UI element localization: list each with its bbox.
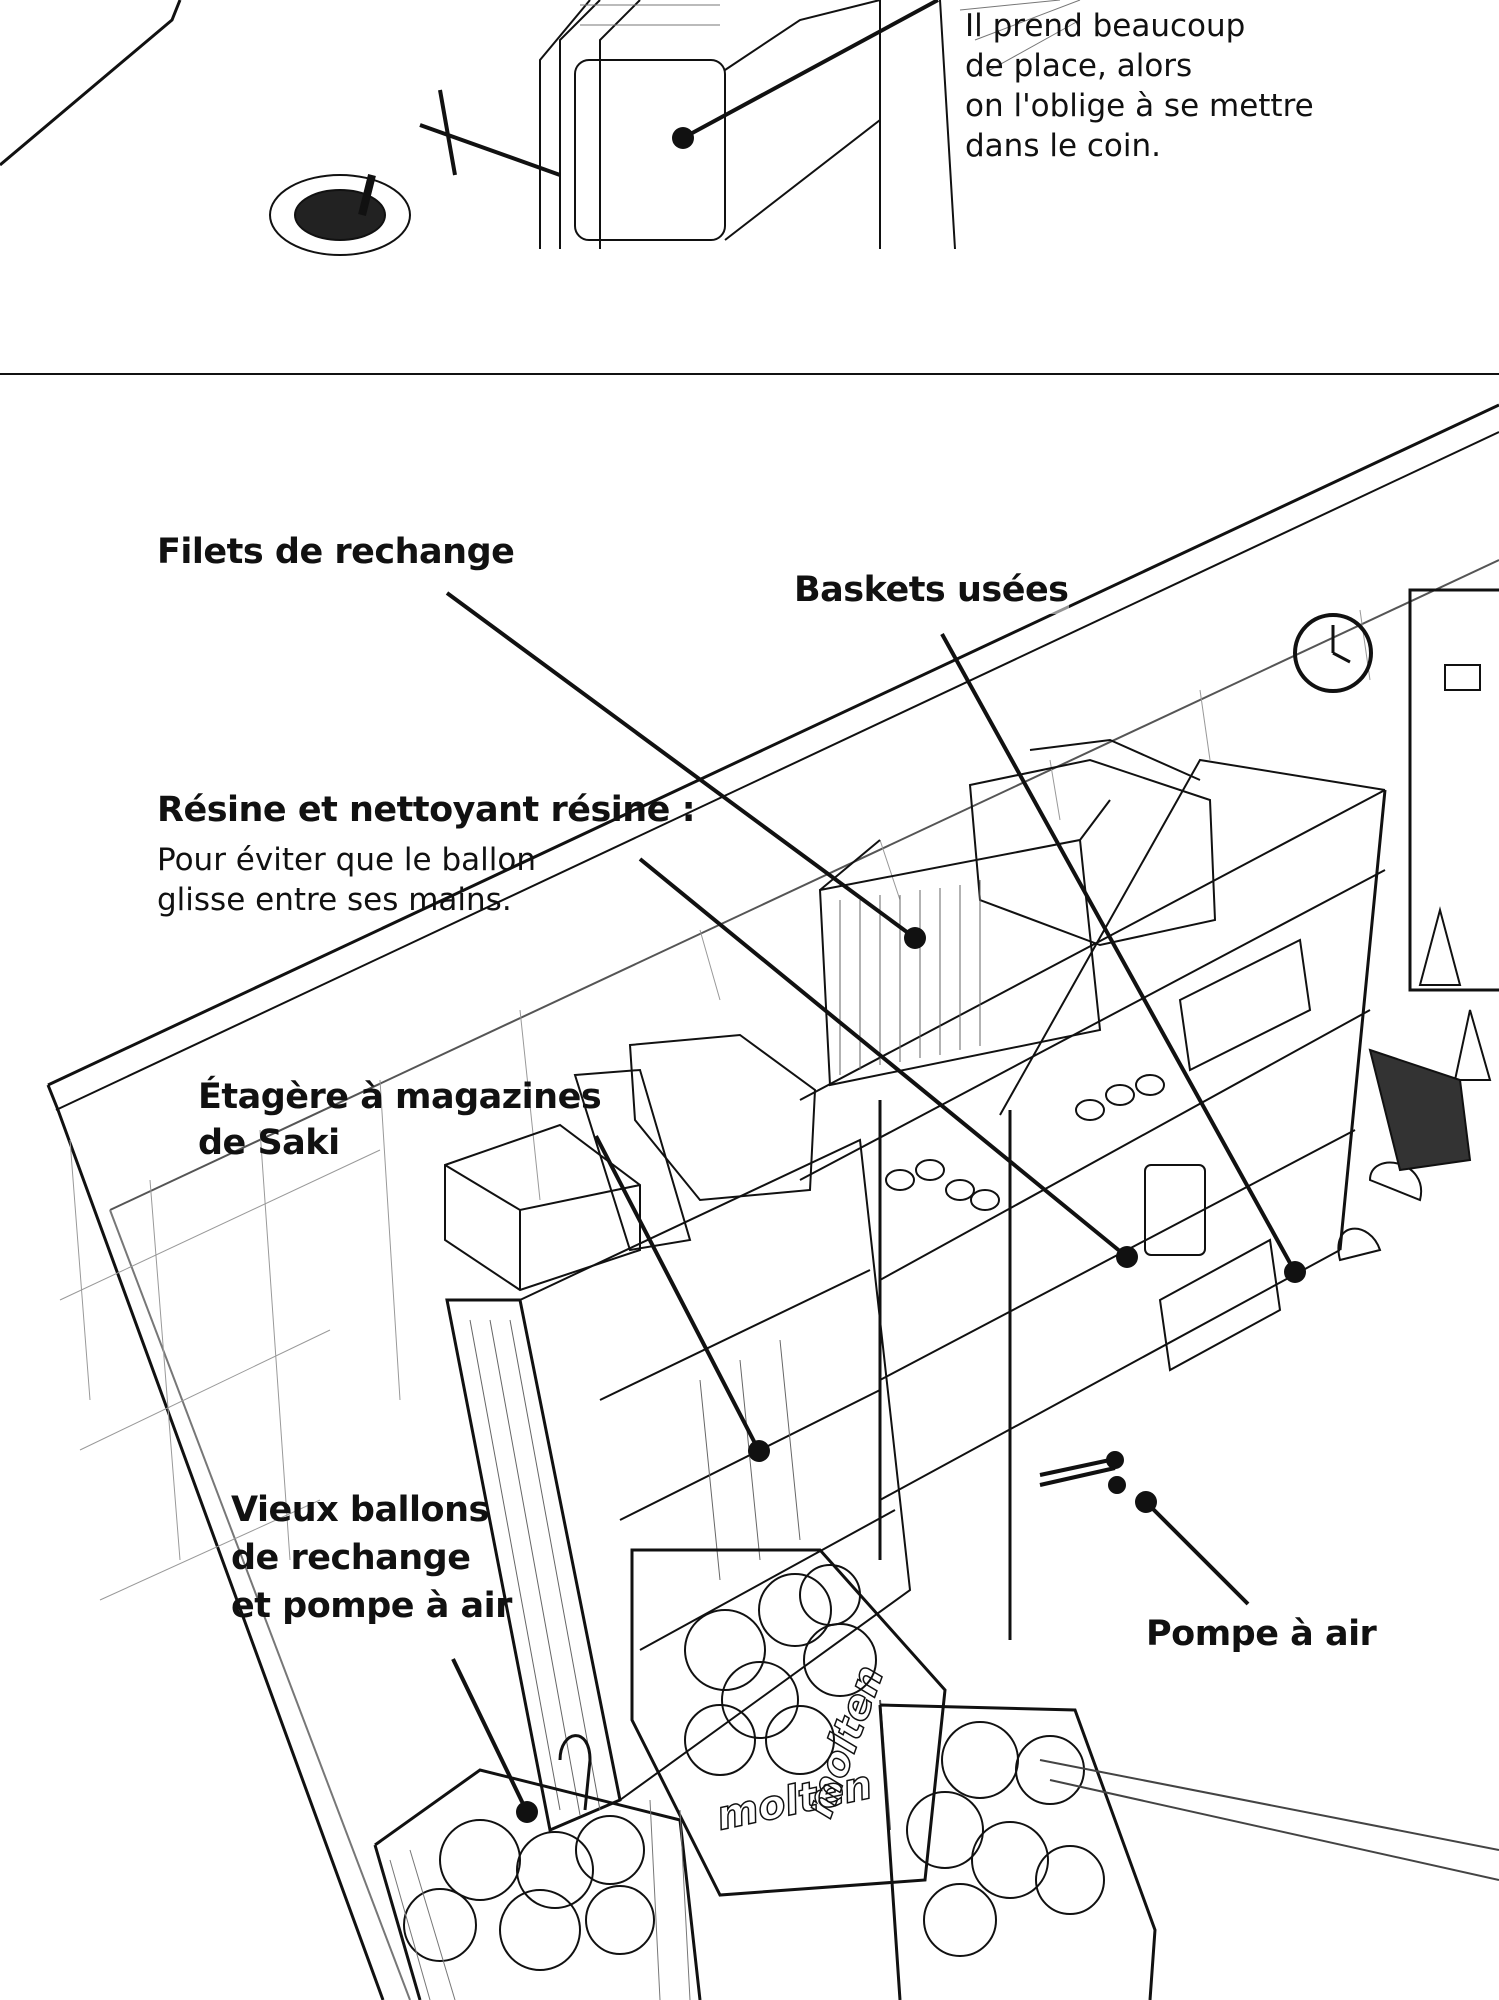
- clock-icon: [1293, 613, 1373, 693]
- top-leader-dot: [672, 127, 694, 149]
- label-vieux-ballons: Vieux ballons de rechange et pompe à air: [231, 1486, 512, 1630]
- resine-description: Pour éviter que le ballon glisse entre s…: [157, 840, 536, 920]
- leader-pompe: [1144, 1500, 1250, 1606]
- dot-resine: [1116, 1246, 1138, 1268]
- caption-line: de place, alors: [965, 48, 1193, 84]
- label-baskets: Baskets usées: [794, 566, 1069, 614]
- etagere-line: de Saki: [198, 1123, 340, 1163]
- etagere-line: Étagère à magazines: [198, 1077, 602, 1117]
- caption-line: Il prend beaucoup: [965, 8, 1246, 44]
- vieux-line: de rechange: [231, 1538, 471, 1578]
- vieux-line: et pompe à air: [231, 1586, 512, 1626]
- top-caption: Il prend beaucoup de place, alors on l'o…: [965, 6, 1314, 166]
- resine-desc-line: glisse entre ses mains.: [157, 882, 512, 918]
- svg-text:molten: molten: [796, 1660, 893, 1824]
- dot-baskets: [1284, 1261, 1306, 1283]
- leader-vieux: [451, 1658, 529, 1813]
- label-resine: Résine et nettoyant résine :: [157, 790, 696, 830]
- dot-vieux: [516, 1801, 538, 1823]
- label-pompe: Pompe à air: [1146, 1610, 1377, 1658]
- dot-etagere: [748, 1440, 770, 1462]
- caption-line: on l'oblige à se mettre: [965, 88, 1314, 124]
- dot-filets: [904, 927, 926, 949]
- leader-etagere: [594, 1135, 761, 1452]
- dot-pompe: [1135, 1491, 1157, 1513]
- label-etagere: Étagère à magazines de Saki: [198, 1074, 602, 1166]
- top-panel-drawing: [0, 0, 1081, 256]
- leader-filets: [445, 591, 917, 940]
- caption-line: dans le coin.: [965, 128, 1161, 164]
- vieux-line: Vieux ballons: [231, 1490, 489, 1530]
- storage-room-drawing: [46, 403, 1499, 2000]
- resine-desc-line: Pour éviter que le ballon: [157, 842, 536, 878]
- metal-shelf: [799, 738, 1472, 1640]
- top-leader-line: [682, 0, 939, 140]
- ball-baskets: [373, 1548, 1499, 2000]
- leader-resine: [638, 857, 1129, 1259]
- leader-baskets: [940, 633, 1297, 1273]
- label-filets: Filets de rechange: [157, 528, 515, 576]
